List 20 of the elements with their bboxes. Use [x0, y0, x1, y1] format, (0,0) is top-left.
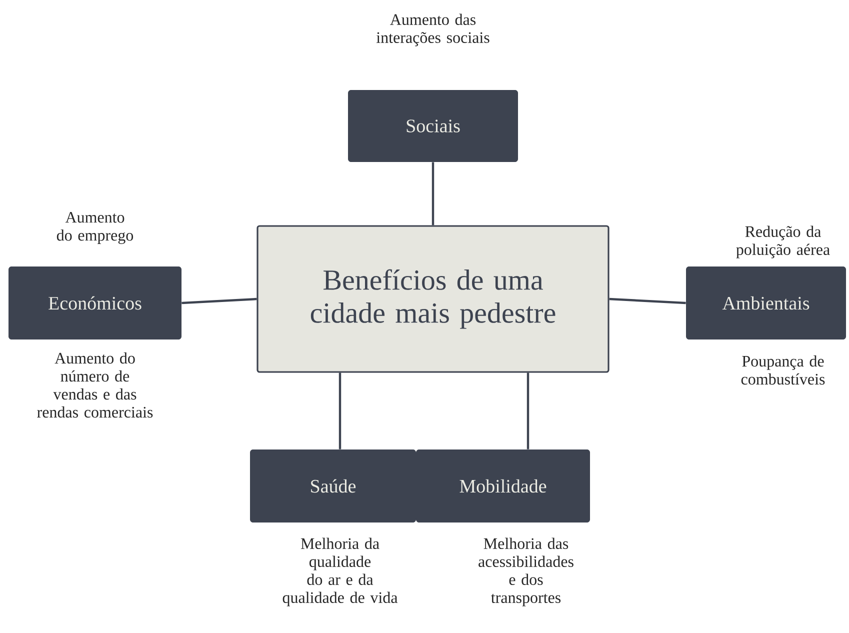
- category-box: Saúde: [250, 450, 416, 522]
- title-box: Benefícios de uma cidade mais pedestre: [256, 225, 610, 373]
- connector-line: [609, 298, 686, 304]
- benefit-note: Aumento do emprego: [56, 212, 134, 244]
- category-box: Económicos: [8, 266, 182, 340]
- category-box: Ambientais: [686, 266, 846, 340]
- connector-line: [338, 372, 342, 450]
- benefit-note: Aumento do número de vendas e das rendas comerciais: [37, 352, 153, 418]
- connector-line: [182, 298, 257, 304]
- benefit-note: Melhoria da qualidade do ar e da qualidade de vida: [282, 538, 398, 606]
- benefit-note: Redução da poluição aérea: [736, 226, 830, 258]
- connector-line: [432, 162, 434, 226]
- connector-line: [526, 372, 530, 450]
- category-box: Sociais: [348, 90, 518, 162]
- category-box: Mobilidade: [416, 450, 590, 522]
- benefit-note: Melhoria das acessibilidades e dos transportes: [478, 538, 574, 606]
- node-label: Mobilidade: [460, 479, 546, 493]
- node-label: Saúde: [311, 479, 356, 493]
- benefit-note: Aumento das interações sociais: [376, 14, 490, 46]
- benefit-note: Poupança de combustíveis: [741, 355, 825, 385]
